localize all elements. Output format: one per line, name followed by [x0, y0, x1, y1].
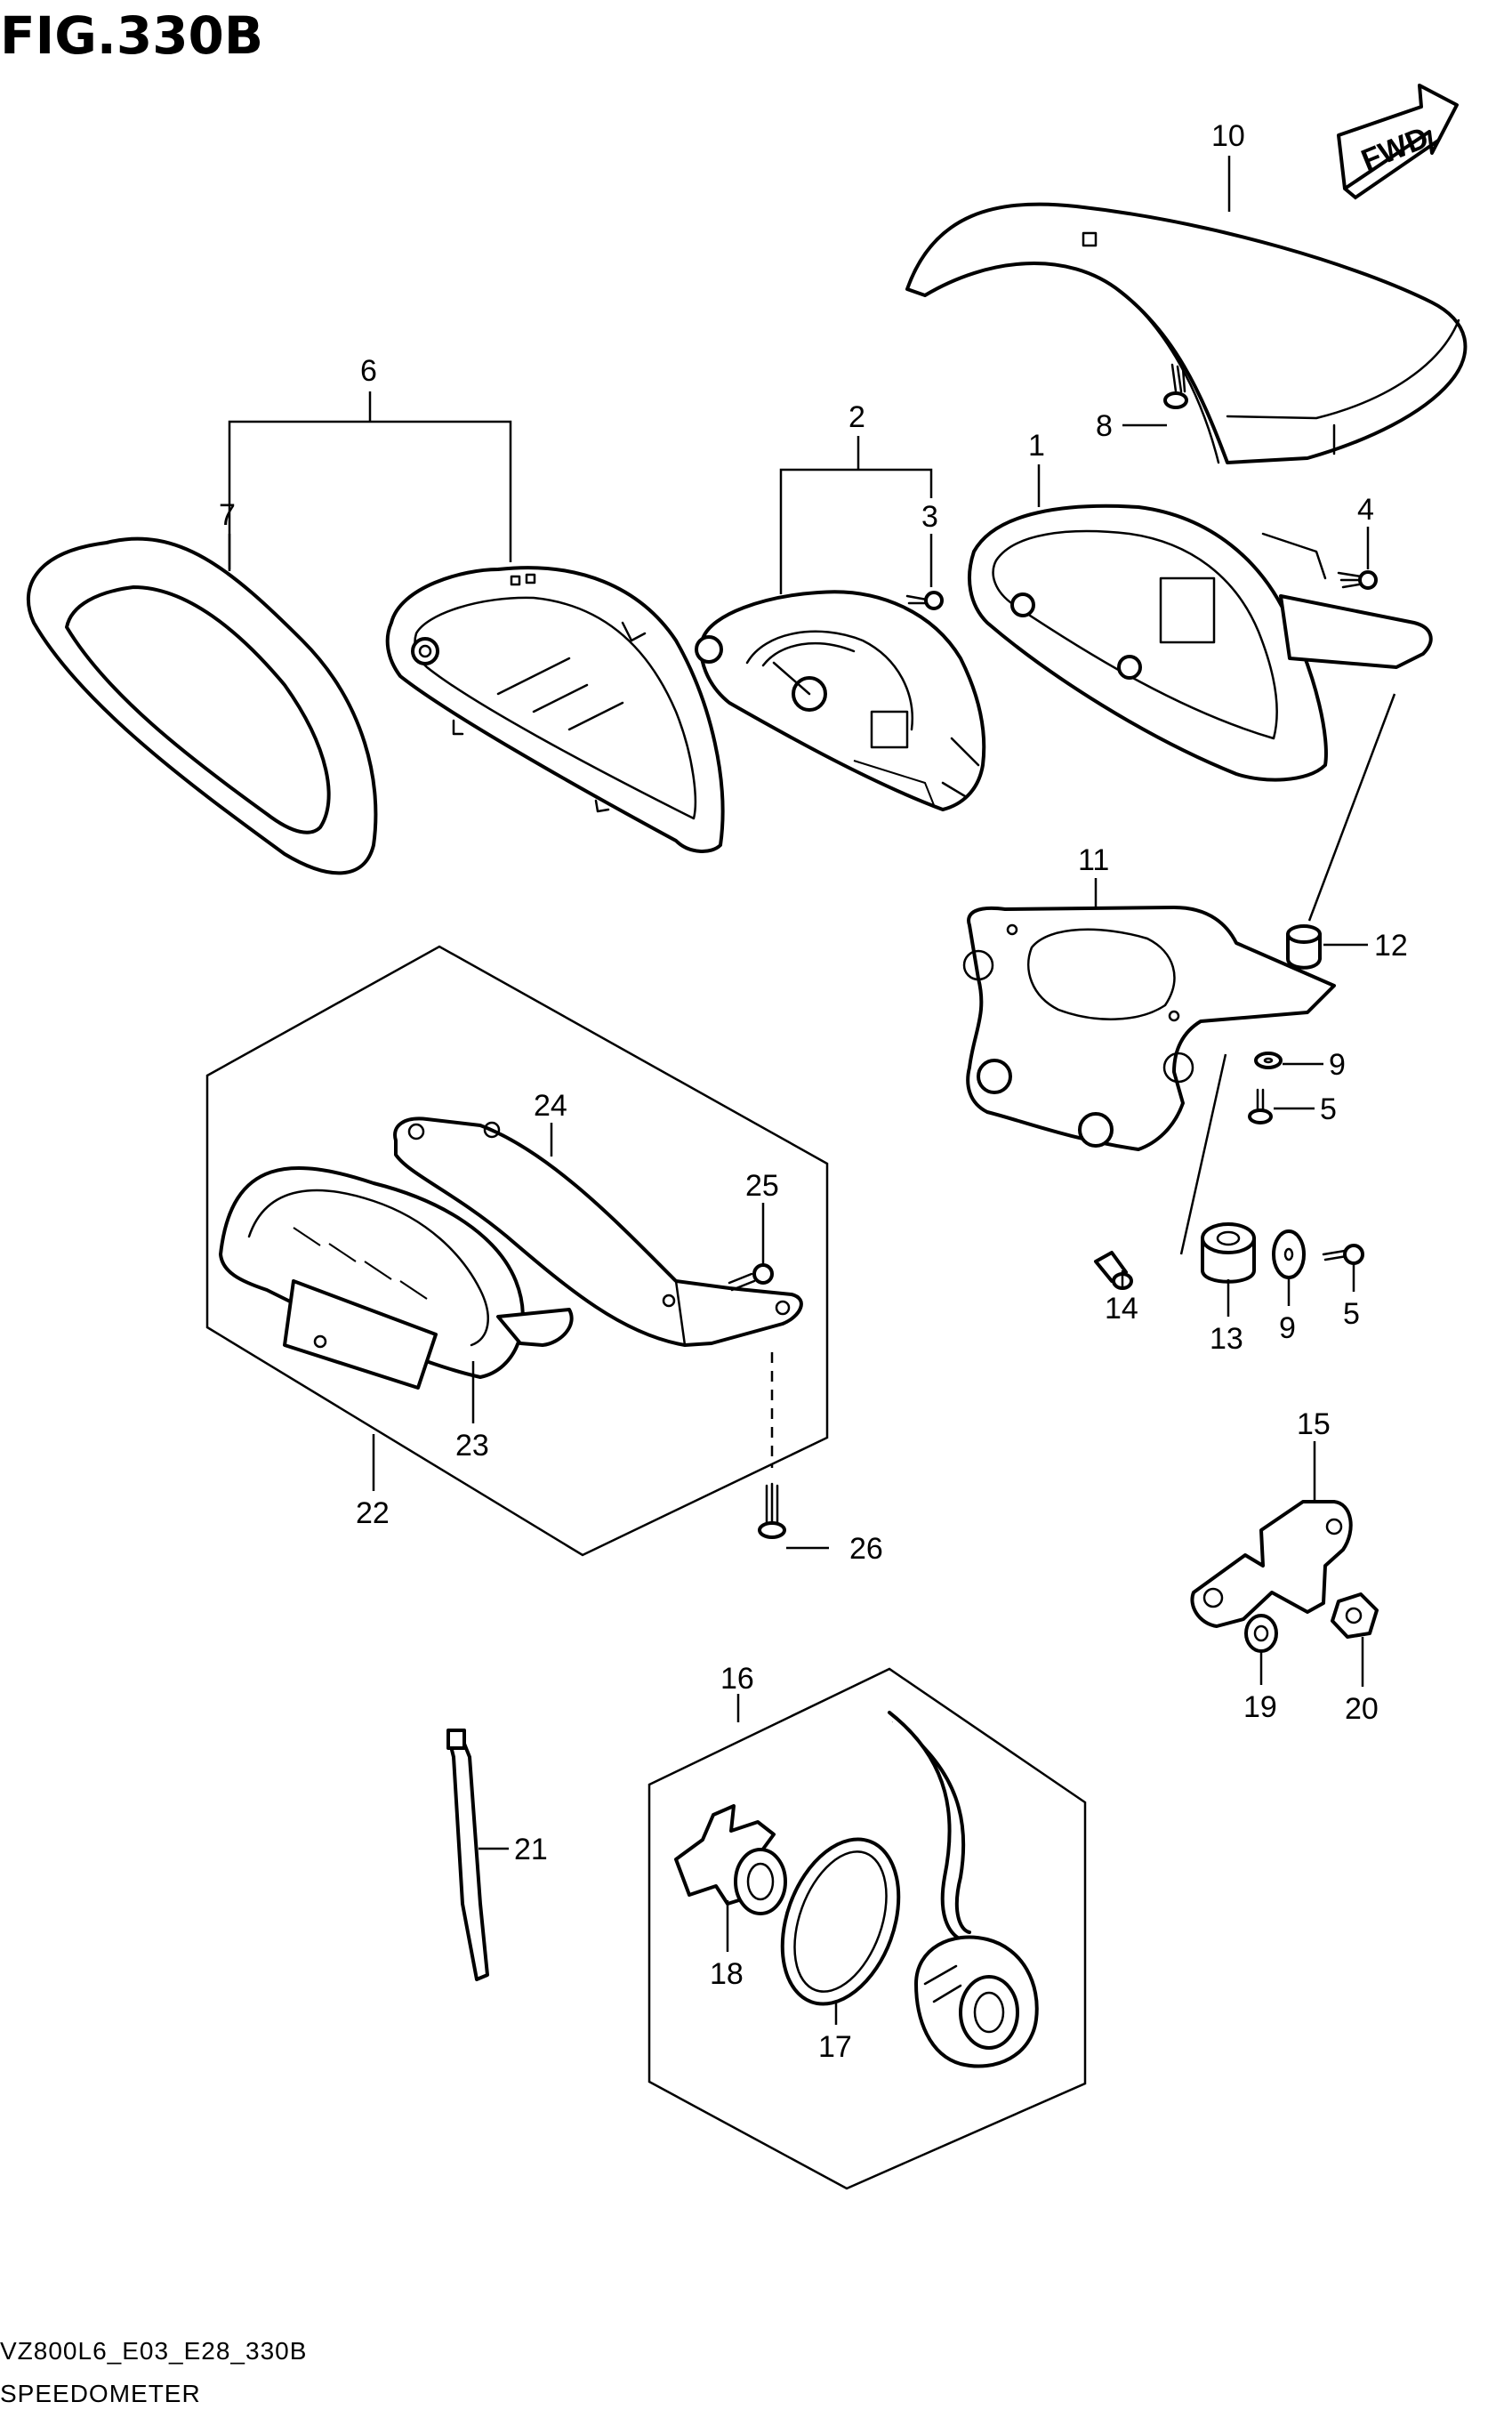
part-3-screw — [905, 591, 944, 610]
callout-11: 11 — [1078, 843, 1109, 877]
part-22-assembly-box — [205, 945, 829, 1557]
leader-lines — [228, 156, 1370, 2025]
callout-3: 3 — [921, 500, 938, 534]
part-10-meter-cover — [905, 202, 1468, 464]
callout-19: 19 — [1243, 1690, 1277, 1724]
callout-8: 8 — [1096, 409, 1113, 443]
part-23-indicator-light — [219, 1165, 574, 1390]
model-code: VZ800L6_E03_E28_330B — [0, 2337, 307, 2365]
callout-18: 18 — [710, 1957, 744, 1991]
callout-4: 4 — [1357, 493, 1374, 527]
callout-17: 17 — [818, 2030, 852, 2064]
part-19-washer — [1244, 1614, 1278, 1653]
callout-7: 7 — [219, 498, 236, 532]
part-20-nut — [1331, 1592, 1379, 1639]
callout-23: 23 — [455, 1429, 489, 1463]
part-8-screw — [1163, 363, 1188, 409]
callout-5-upper: 5 — [1320, 1092, 1337, 1126]
part-4-screw — [1337, 570, 1378, 590]
callout-1: 1 — [1028, 429, 1045, 463]
figure-title: FIG.330B — [0, 5, 263, 66]
callout-15: 15 — [1297, 1407, 1331, 1441]
part-15-bracket — [1190, 1500, 1353, 1628]
callout-numbers: 10 8 6 7 2 3 1 4 11 12 9 5 14 13 9 5 15 … — [219, 119, 1408, 2064]
forward-direction-badge: FWD — [1337, 84, 1459, 200]
part-13-grommet — [1179, 1053, 1256, 1284]
callout-22: 22 — [356, 1496, 390, 1530]
callout-12: 12 — [1374, 929, 1408, 963]
part-24-bracket — [393, 1116, 803, 1347]
part-11-bracket — [962, 906, 1336, 1151]
callout-14: 14 — [1105, 1292, 1138, 1326]
part-5-screw-lower — [1322, 1244, 1364, 1265]
callout-10: 10 — [1211, 119, 1245, 153]
callout-5-lower: 5 — [1343, 1297, 1360, 1331]
callout-26: 26 — [849, 1532, 883, 1566]
part-17-ring — [780, 1837, 901, 2006]
callout-9-upper: 9 — [1329, 1048, 1346, 1082]
callout-24: 24 — [534, 1089, 567, 1123]
part-26-screw — [758, 1352, 786, 1539]
part-12-grommet — [1286, 693, 1396, 970]
part-6-meter-case — [385, 566, 725, 853]
callout-13: 13 — [1210, 1322, 1243, 1356]
callout-2: 2 — [848, 400, 865, 434]
callout-16: 16 — [720, 1662, 754, 1696]
callout-25: 25 — [745, 1169, 779, 1203]
part-16-assembly-box — [647, 1667, 1087, 2190]
part-5-screw-upper — [1248, 1088, 1273, 1124]
section-name: SPEEDOMETER — [0, 2380, 201, 2407]
part-9-washer-upper — [1254, 1052, 1283, 1069]
part-1-meter-case-rear — [968, 504, 1433, 782]
part-18-adapter — [674, 1804, 787, 1915]
part-14-bolt — [1094, 1251, 1133, 1290]
part-9-washer-lower — [1272, 1229, 1306, 1279]
part-7-bezel — [26, 536, 378, 875]
callout-6: 6 — [360, 354, 377, 388]
callout-20: 20 — [1345, 1692, 1379, 1726]
part-2-meter-assembly — [695, 590, 986, 811]
callout-21: 21 — [514, 1833, 548, 1866]
part-25-screw — [728, 1263, 774, 1292]
part-16-sensor — [888, 1711, 1039, 2068]
callout-9-lower: 9 — [1279, 1311, 1296, 1345]
part-21-cable-tie — [446, 1729, 489, 1981]
